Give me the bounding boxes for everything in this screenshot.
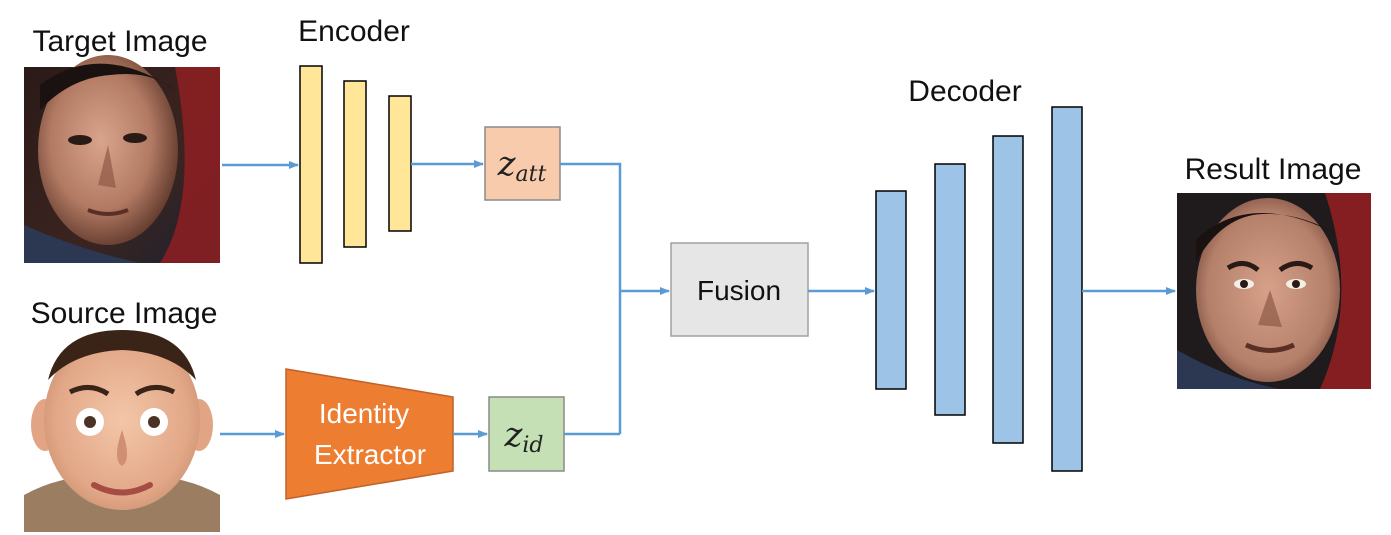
source-image [24, 330, 220, 532]
z-att-box: zatt [484, 126, 561, 201]
identity-extractor: Identity Extractor [285, 368, 454, 500]
encoder-layer-2 [343, 80, 367, 248]
svg-text:zatt: zatt [497, 144, 547, 187]
decoder [875, 106, 1083, 472]
target-image-label: Target Image [32, 25, 207, 58]
fusion-box: Fusion [670, 242, 809, 337]
svg-text:zid: zid [503, 415, 543, 458]
decoder-layer-1 [875, 190, 907, 390]
decoder-label: Decoder [908, 75, 1021, 108]
line-z-att-to-junction [560, 162, 622, 434]
target-image [24, 55, 220, 263]
z-id-symbol: z [503, 415, 523, 455]
encoder-layer-1 [299, 65, 323, 264]
source-image-label: Source Image [31, 297, 218, 330]
encoder-layer-3 [388, 95, 412, 232]
z-id-box: zid [488, 396, 565, 472]
fusion-label: Fusion [697, 275, 781, 306]
z-id-subscript: id [522, 433, 543, 458]
result-image-label: Result Image [1185, 153, 1362, 186]
decoder-layer-3 [992, 135, 1024, 444]
connectors [220, 160, 1176, 438]
encoder-label: Encoder [298, 15, 410, 48]
decoder-layer-2 [934, 163, 966, 416]
identity-extractor-line2: Extractor [314, 439, 426, 470]
result-image [1177, 193, 1371, 389]
identity-extractor-line1: Identity [319, 398, 409, 429]
z-att-subscript: att [516, 162, 547, 187]
decoder-layer-4 [1051, 106, 1083, 472]
encoder [299, 65, 412, 264]
z-att-symbol: z [497, 144, 517, 184]
